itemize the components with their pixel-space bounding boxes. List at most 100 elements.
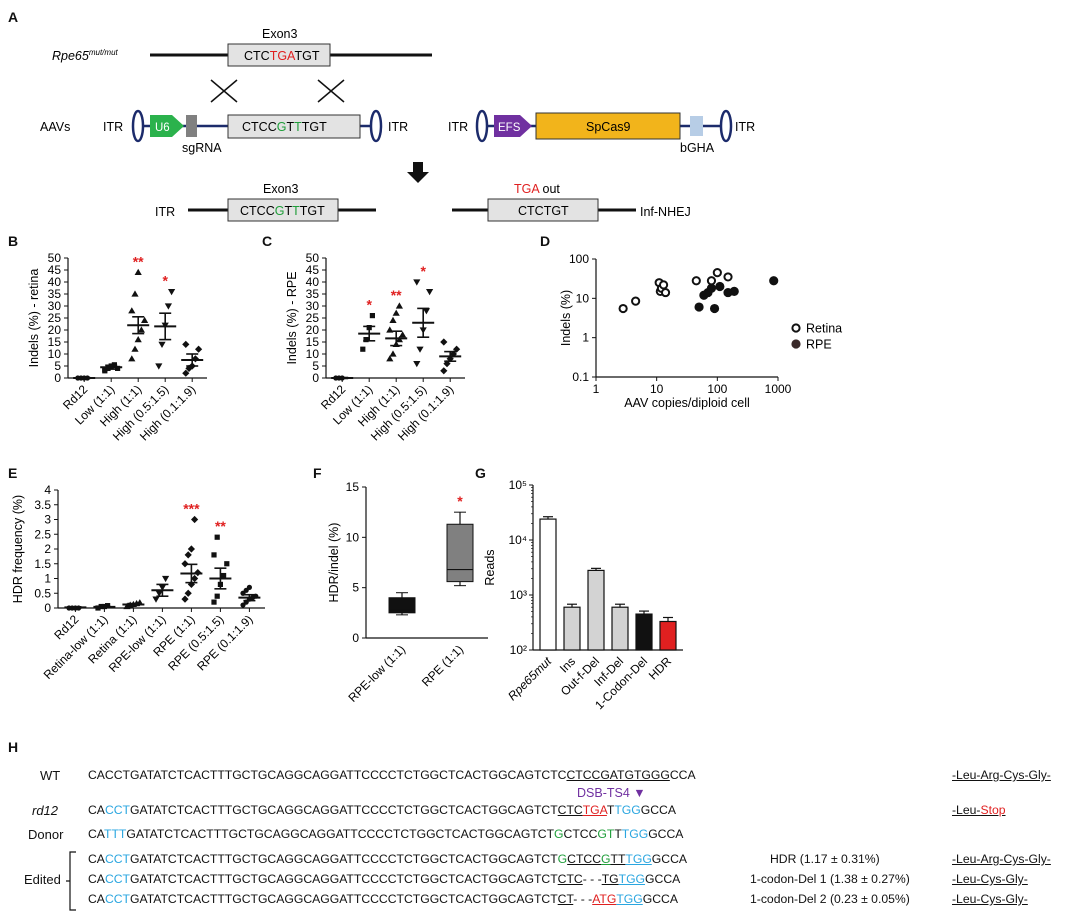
panel-label-a: A <box>8 9 18 25</box>
legend-label: Retina <box>806 322 842 336</box>
data-point <box>422 308 430 315</box>
box <box>388 597 416 614</box>
y-axis-label: Indels (%) - RPE <box>285 271 299 364</box>
significance-marker: ** <box>391 287 402 303</box>
edited-seq-hdr: CACCTGATATCTCACTTTGCTGCAGGCAGGATTCCCCTCT… <box>88 852 688 866</box>
data-point <box>214 593 220 599</box>
spcas9-box <box>535 112 681 140</box>
data-point <box>658 280 669 290</box>
itr-outcome: ITR <box>155 205 175 219</box>
outcome-exon3-label: Exon3 <box>263 182 298 196</box>
y-tick-label: 35 <box>306 287 320 301</box>
exon3-box <box>227 43 331 67</box>
nhej-outcome-seq: CTCTGT <box>518 204 569 218</box>
data-point <box>211 552 217 558</box>
hdr-outcome-seq: CTCCGTTTGT <box>240 204 325 218</box>
x-tick-label: HDR <box>646 654 675 683</box>
genotype-label: Rpe65mut/mut <box>52 48 119 63</box>
y-tick-label: 0 <box>312 371 319 385</box>
y-tick-label: 30 <box>306 299 320 313</box>
y-tick-label: 0.5 <box>34 586 51 600</box>
del1-aa: -Leu-Cys-Gly- <box>952 872 1028 886</box>
del1-note: 1-codon-Del 1 (1.38 ± 0.27%) <box>750 872 910 886</box>
box <box>446 523 474 583</box>
y-tick-label: 0 <box>352 631 359 645</box>
svg-text:SpCas9: SpCas9 <box>586 120 631 134</box>
y-axis-label: Indels (%) - retina <box>27 269 41 368</box>
significance-marker: *** <box>183 501 200 517</box>
data-point <box>224 561 230 567</box>
data-point <box>182 340 190 348</box>
data-point <box>440 367 448 375</box>
y-tick-label: 10 <box>48 347 62 361</box>
wt-sequence: CACCTGATATCTCACTTTGCTGCAGGCAGGATTCCCCTCT… <box>88 768 696 782</box>
y-tick-label: 10² <box>510 643 527 657</box>
data-point <box>137 326 145 333</box>
data-point <box>191 355 199 363</box>
data-point <box>392 309 400 316</box>
x-tick-label: 10 <box>650 382 664 396</box>
data-point <box>185 364 193 372</box>
x-tick-label: 1 <box>593 382 600 396</box>
data-point <box>131 290 139 297</box>
significance-marker: ** <box>215 518 226 534</box>
y-tick-label: 15 <box>306 335 320 349</box>
data-point <box>706 283 717 293</box>
data-point <box>715 281 725 292</box>
significance-marker: ** <box>133 253 144 269</box>
data-point <box>416 346 424 353</box>
y-tick-label: 1.5 <box>34 557 51 571</box>
y-axis-label: HDR frequency (%) <box>11 495 25 603</box>
y-tick-label: 0 <box>54 371 61 385</box>
edited-bracket <box>66 851 76 911</box>
panel-label-d: D <box>540 233 550 249</box>
x-tick-label: 1000 <box>765 382 792 396</box>
edited-label: Edited <box>24 872 61 887</box>
data-point <box>389 316 397 323</box>
bar <box>563 606 581 651</box>
y-tick-label: 2.5 <box>34 527 51 541</box>
legend-marker <box>791 339 801 349</box>
rd12-label: rd12 <box>32 803 59 818</box>
legend-marker <box>791 323 801 333</box>
y-tick-label: 3.5 <box>34 498 51 512</box>
data-point <box>191 515 199 524</box>
legend-label: RPE <box>806 338 832 352</box>
wt-aa: -Leu-Arg-Cys-Gly- <box>952 768 1051 782</box>
data-point <box>187 580 195 588</box>
significance-marker: * <box>366 297 372 313</box>
itr-right-2: ITR <box>735 120 755 134</box>
y-tick-label: 4 <box>44 483 51 497</box>
y-tick-label: 10 <box>576 291 590 305</box>
data-point <box>426 289 434 296</box>
data-point <box>195 345 203 353</box>
donor-label: Donor <box>28 827 64 842</box>
data-point <box>769 276 779 286</box>
y-tick-label: 10⁵ <box>509 478 527 492</box>
data-point <box>211 599 217 605</box>
y-tick-label: 25 <box>48 311 62 325</box>
svg-text:EFS: EFS <box>498 122 521 134</box>
data-point <box>395 302 403 309</box>
panel-label-e: E <box>8 465 17 481</box>
y-tick-label: 15 <box>346 480 360 494</box>
data-point <box>187 545 195 553</box>
data-point <box>369 313 375 319</box>
y-tick-label: 50 <box>48 251 62 265</box>
data-point <box>155 590 163 597</box>
data-point <box>389 350 397 357</box>
y-tick-label: 5 <box>312 359 319 373</box>
bgha-block <box>690 116 703 136</box>
significance-marker: * <box>457 493 463 509</box>
data-point <box>440 338 448 346</box>
del2-note: 1-codon-Del 2 (0.23 ± 0.05%) <box>750 892 910 906</box>
y-tick-label: 5 <box>54 359 61 373</box>
y-tick-label: 2 <box>44 542 51 556</box>
down-arrow-icon <box>407 162 429 183</box>
y-tick-label: 0 <box>44 601 51 615</box>
y-tick-label: 10⁴ <box>508 533 527 547</box>
